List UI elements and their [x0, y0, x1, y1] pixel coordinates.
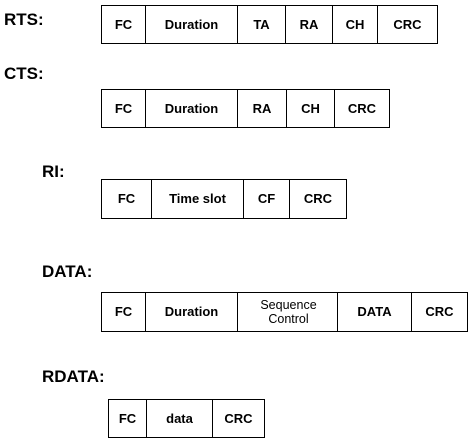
field-duration: Duration — [146, 293, 238, 331]
frame-label-rdata: RDATA: — [42, 367, 105, 386]
frame-label-rts: RTS: — [4, 10, 44, 29]
field-crc: CRC — [303, 191, 333, 206]
frame-ri: FC Time slot CF CRC — [101, 179, 347, 219]
field-ra: RA — [286, 6, 333, 43]
field-crc: CRC — [347, 100, 377, 116]
field-ch: CH — [287, 90, 335, 127]
field-sequence-control: Sequence Control — [238, 293, 338, 331]
field-fc: FC — [109, 400, 147, 437]
field-fc: FC — [102, 293, 146, 331]
field-cf: CF — [244, 180, 290, 218]
field-fc: FC — [102, 180, 152, 218]
frame-cts: FC Duration RA CH CRC — [101, 89, 390, 128]
field-data: DATA — [338, 293, 412, 331]
frame-label-cts: CTS: — [4, 64, 44, 83]
field-duration: Duration — [146, 90, 238, 127]
frame-label-ri: RI: — [42, 162, 65, 181]
field-ta: TA — [238, 6, 286, 43]
frame-label-data: DATA: — [42, 262, 93, 281]
field-duration: Duration — [146, 6, 238, 43]
field-fc: FC — [102, 6, 146, 43]
field-crc: CRC — [224, 410, 253, 426]
field-crc: CRC — [393, 16, 422, 32]
field-data: data — [147, 400, 213, 437]
frame-rts: FC Duration TA RA CH CRC — [101, 5, 438, 44]
frame-rdata: FC data CRC — [108, 399, 265, 438]
field-time-slot: Time slot — [152, 180, 244, 218]
field-ra: RA — [238, 90, 287, 127]
field-ch: CH — [333, 6, 378, 43]
field-crc: CRC — [425, 304, 454, 319]
frame-data: FC Duration Sequence Control DATA CRC — [101, 292, 468, 332]
field-fc: FC — [102, 90, 146, 127]
